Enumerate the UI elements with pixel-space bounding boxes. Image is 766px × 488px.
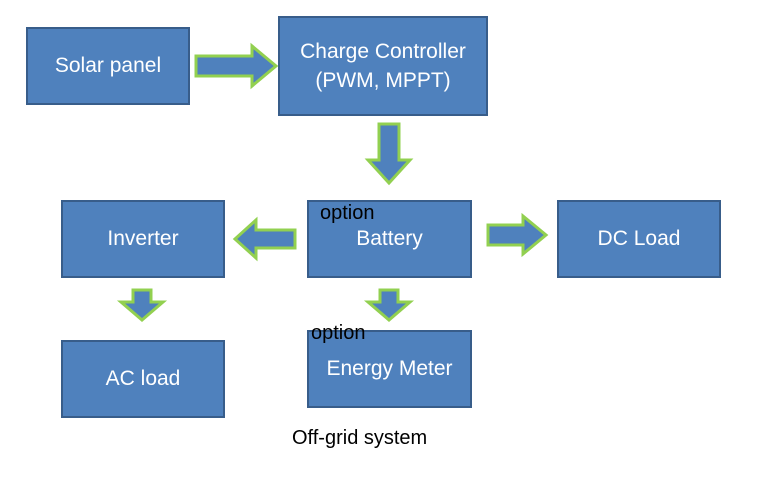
solar-panel-node: Solar panel [26,27,190,105]
inverter-label: Inverter [107,227,179,251]
arrow-battery-to-meter [363,288,415,322]
solar-panel-label: Solar panel [54,54,162,78]
diagram-caption: Off-grid system [292,427,428,449]
ac-load-label: AC load [105,367,181,391]
battery-node: Battery [307,200,472,278]
dc-load-node: DC Load [557,200,721,278]
ac-load-node: AC load [61,340,225,418]
battery-option-note: option [320,202,375,224]
arrow-battery-to-dcload [486,212,549,258]
dc-load-label: DC Load [597,227,681,251]
inverter-node: Inverter [61,200,225,278]
charge-controller-label: Charge Controller (PWM, MPPT) [300,39,466,92]
energy-meter-node: Energy Meter [307,330,472,408]
energy-meter-label: Energy Meter [326,357,453,381]
arrow-inverter-to-acload [116,288,168,322]
energy-meter-option-note: option [311,322,366,344]
arrow-solar-to-controller [194,42,279,90]
charge-controller-node: Charge Controller (PWM, MPPT) [278,16,488,116]
battery-label: Battery [356,227,423,251]
arrow-controller-to-battery [364,122,414,186]
arrow-battery-to-inverter [232,216,297,262]
